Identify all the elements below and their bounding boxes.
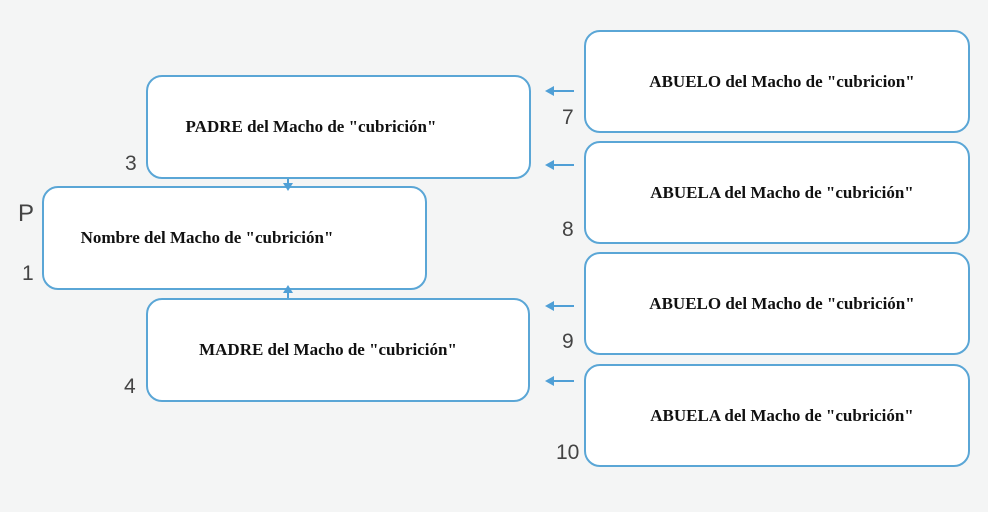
arrow-abuelo-materno-head — [545, 301, 554, 311]
arrow-abuela-paterna-head — [545, 160, 554, 170]
label-1: 1 — [22, 262, 34, 285]
box-abuelo-paterno: ABUELO del Macho de "cubricion" — [584, 30, 970, 133]
box-abuela-materna: ABUELA del Macho de "cubrición" — [584, 364, 970, 467]
box-abuela-paterna-label: ABUELA del Macho de "cubrición" — [650, 182, 914, 202]
arrow-abuelo-paterno-head — [545, 86, 554, 96]
label-9: 9 — [562, 330, 574, 353]
box-abuela-materna-label: ABUELA del Macho de "cubrición" — [650, 405, 914, 425]
label-4: 4 — [124, 375, 136, 398]
box-abuelo-materno-label: ABUELO del Macho de "cubrición" — [649, 293, 915, 313]
box-madre: MADRE del Macho de "cubrición" — [146, 298, 530, 402]
label-p: P — [18, 200, 35, 227]
box-nombre-macho: Nombre del Macho de "cubrición" — [42, 186, 427, 290]
box-padre: PADRE del Macho de "cubrición" — [146, 75, 531, 179]
arrow-abuela-materna-head — [545, 376, 554, 386]
label-7: 7 — [562, 106, 574, 129]
label-8: 8 — [562, 218, 574, 241]
box-nombre-macho-label: Nombre del Macho de "cubrición" — [80, 228, 334, 247]
box-abuelo-materno: ABUELO del Macho de "cubrición" — [584, 252, 970, 355]
label-3: 3 — [125, 152, 137, 175]
box-abuela-paterna: ABUELA del Macho de "cubrición" — [584, 141, 970, 244]
box-abuelo-paterno-label: ABUELO del Macho de "cubricion" — [649, 71, 915, 91]
box-padre-label: PADRE del Macho de "cubrición" — [185, 117, 437, 136]
label-10: 10 — [556, 441, 580, 464]
box-madre-label: MADRE del Macho de "cubrición" — [199, 340, 457, 359]
